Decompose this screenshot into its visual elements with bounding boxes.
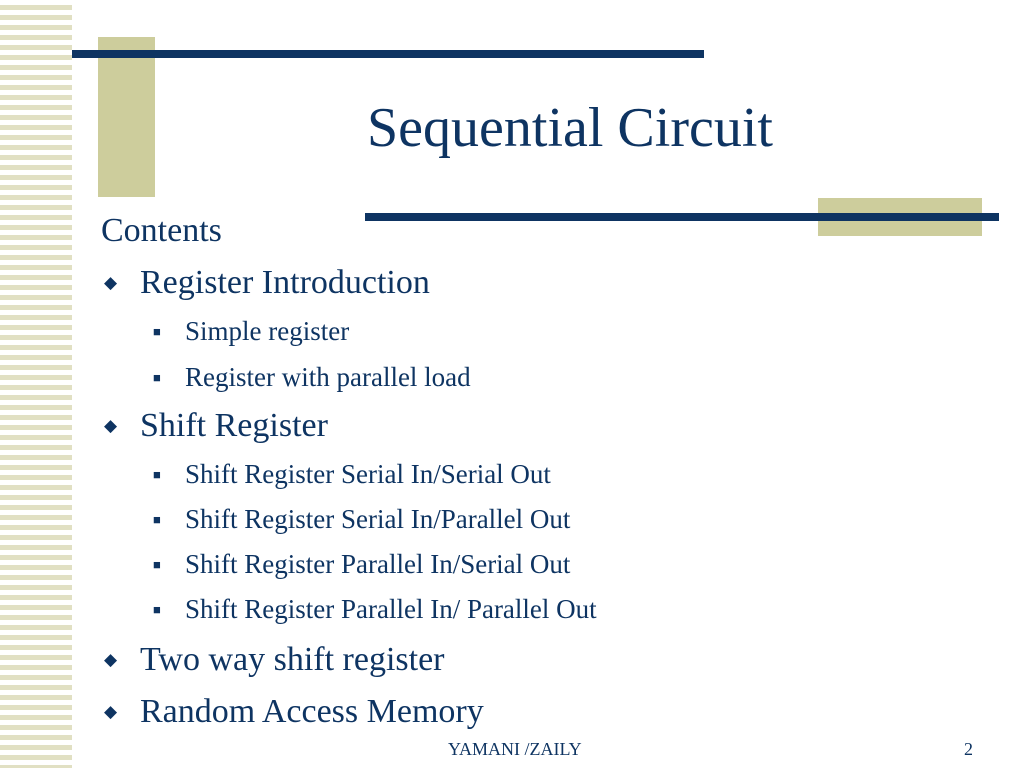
sub-bullet-simple-register: ■ Simple register (153, 315, 349, 348)
square-bullet-icon: ■ (153, 602, 161, 617)
navy-rule-bottom (365, 213, 999, 221)
sub-bullet-text: Shift Register Serial In/Parallel Out (185, 504, 571, 534)
sub-bullet-register-parallel-load: ■ Register with parallel load (153, 361, 471, 394)
tan-accent-block-left (98, 37, 155, 197)
diamond-bullet-icon: ◆ (104, 273, 118, 292)
square-bullet-icon: ■ (153, 557, 161, 572)
bullet-item-two-way-shift-register: ◆ Two way shift register (104, 640, 445, 680)
diamond-bullet-icon: ◆ (104, 416, 118, 435)
bullet-text: Random Access Memory (140, 693, 484, 730)
sub-bullet-pipo: ■ Shift Register Parallel In/ Parallel Ou… (153, 593, 597, 626)
sub-bullet-text: Register with parallel load (185, 362, 471, 392)
striped-margin-decoration (0, 0, 72, 768)
navy-rule-top (72, 50, 704, 58)
contents-heading: Contents (101, 212, 222, 249)
sub-bullet-siso: ■ Shift Register Serial In/Serial Out (153, 458, 551, 491)
sub-bullet-text: Shift Register Parallel In/ Parallel Out (185, 594, 597, 624)
footer-author: YAMANI /ZAILY (448, 739, 582, 759)
bullet-text: Register Introduction (140, 264, 430, 301)
bullet-item-random-access-memory: ◆ Random Access Memory (104, 692, 484, 732)
bullet-text: Shift Register (140, 407, 328, 444)
sub-bullet-text: Shift Register Parallel In/Serial Out (185, 549, 571, 579)
sub-bullet-text: Shift Register Serial In/Serial Out (185, 459, 551, 489)
sub-bullet-text: Simple register (185, 316, 350, 346)
diamond-bullet-icon: ◆ (104, 650, 118, 669)
sub-bullet-sipo: ■ Shift Register Serial In/Parallel Out (153, 503, 570, 536)
sub-bullet-piso: ■ Shift Register Parallel In/Serial Out (153, 548, 570, 581)
slide-title: Sequential Circuit (367, 97, 773, 159)
bullet-text: Two way shift register (140, 641, 445, 678)
square-bullet-icon: ■ (153, 324, 161, 339)
square-bullet-icon: ■ (153, 370, 161, 385)
diamond-bullet-icon: ◆ (104, 702, 118, 721)
bullet-item-register-introduction: ◆ Register Introduction (104, 263, 430, 303)
slide-page-number: 2 (964, 739, 973, 759)
square-bullet-icon: ■ (153, 512, 161, 527)
square-bullet-icon: ■ (153, 467, 161, 482)
bullet-item-shift-register: ◆ Shift Register (104, 406, 328, 446)
